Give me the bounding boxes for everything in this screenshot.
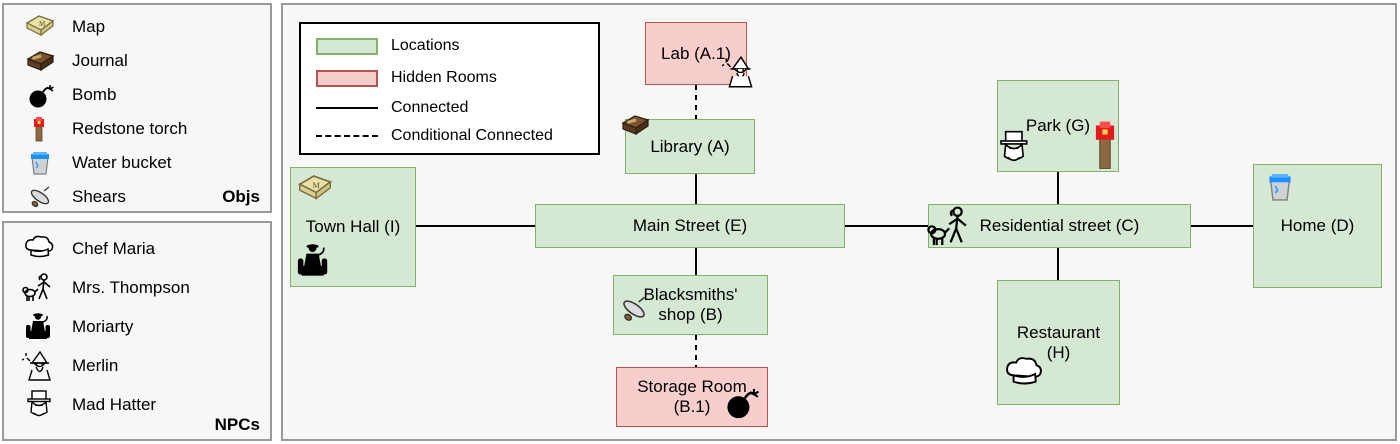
object-label: Redstone torch (72, 119, 188, 138)
node-label: Town Hall (I) (305, 217, 401, 237)
object-label: Map (72, 17, 106, 36)
top-hat-man-icon (14, 388, 66, 422)
node-main-street[interactable]: Main Street (E) (535, 204, 845, 248)
object-list-item[interactable]: Water bucket (14, 146, 266, 180)
legend-row-conditional-connected: Conditional Connected (311, 122, 553, 150)
object-label: Bomb (72, 85, 117, 104)
node-label: Storage Room (B.1) (637, 377, 747, 416)
node-label: Home (D) (1280, 216, 1355, 236)
node-storage-room[interactable]: Storage Room (B.1) (616, 367, 768, 427)
water-bucket-icon (14, 146, 66, 180)
npc-label: Merlin (72, 356, 119, 375)
journal-icon (618, 110, 652, 145)
object-list-item[interactable]: Redstone torch (14, 112, 266, 146)
svg-text:M: M (39, 20, 46, 28)
node-blacksmiths-shop[interactable]: Blacksmiths' shop (B) (613, 275, 768, 335)
objects-panel-caption: Objs (222, 187, 260, 206)
map-legend-box: Locations Hidden Rooms Connected Conditi… (299, 22, 600, 155)
node-label: Residential street (C) (979, 216, 1140, 236)
node-restaurant[interactable]: Restaurant (H) (997, 280, 1120, 405)
water-bucket-icon (1260, 169, 1300, 210)
node-label: Library (A) (650, 136, 730, 156)
woman-with-dog-icon (14, 271, 66, 305)
dashed-line-icon (311, 135, 383, 137)
object-list-item[interactable]: Journal (14, 44, 266, 78)
object-label: Water bucket (72, 153, 172, 172)
man-in-armchair-icon (293, 241, 337, 286)
node-library[interactable]: Library (A) (621, 115, 755, 174)
legend-row-locations: Locations (311, 32, 460, 60)
npc-label: Mad Hatter (72, 395, 157, 414)
chef-hat-icon (14, 232, 66, 266)
red-swatch-icon (311, 69, 383, 87)
map-icon: M (295, 172, 335, 211)
object-list-item[interactable]: Shears (14, 180, 266, 214)
redstone-torch-icon (1092, 120, 1118, 175)
map-diagram-panel: Locations Hidden Rooms Connected Conditi… (281, 3, 1397, 441)
object-list-item[interactable]: M Map (14, 10, 266, 44)
npc-list-item[interactable]: Mrs. Thompson (14, 271, 266, 305)
legend-row-hidden-rooms: Hidden Rooms (311, 64, 497, 92)
legend-label: Locations (391, 37, 460, 54)
npc-label: Mrs. Thompson (72, 278, 190, 297)
node-label: Blacksmiths' shop (B) (643, 285, 738, 324)
node-label: Main Street (E) (632, 216, 748, 236)
node-town-hall[interactable]: Town Hall (I) M (290, 167, 416, 287)
npc-list-item[interactable]: Moriarty (14, 310, 266, 344)
man-in-armchair-icon (14, 310, 66, 344)
npc-label: Moriarty (72, 317, 134, 336)
journal-icon (14, 44, 66, 78)
solid-line-icon (311, 107, 383, 109)
shears-icon (14, 180, 66, 214)
node-lab[interactable]: Lab (A.1) (645, 22, 753, 88)
redstone-torch-icon (14, 112, 66, 146)
map-icon: M (14, 10, 66, 44)
object-label: Journal (72, 51, 128, 70)
legend-label: Connected (391, 99, 469, 116)
object-label: Shears (72, 187, 126, 206)
npcs-panel: Chef Maria Mrs. Thompson (2, 221, 272, 441)
npc-list-item[interactable]: Chef Maria (14, 232, 266, 266)
npc-label: Chef Maria (72, 239, 156, 258)
wizard-icon (14, 349, 66, 383)
node-label: Lab (A.1) (661, 43, 731, 63)
legend-row-connected: Connected (311, 94, 468, 122)
node-label: Restaurant (H) (1016, 322, 1101, 362)
npc-list-item[interactable]: Merlin (14, 349, 266, 383)
npcs-panel-caption: NPCs (214, 415, 260, 434)
svg-text:M: M (313, 181, 321, 190)
objects-panel: M Map Journal (2, 3, 272, 213)
legend-label: Hidden Rooms (391, 69, 497, 86)
woman-with-dog-icon (927, 204, 977, 255)
node-label: Park (G) (1025, 116, 1091, 136)
node-home[interactable]: Home (D) (1253, 164, 1382, 288)
node-park[interactable]: Park (G) (997, 80, 1119, 172)
npc-list-item[interactable]: Mad Hatter (14, 388, 266, 422)
object-list-item[interactable]: Bomb (14, 78, 266, 112)
green-swatch-icon (311, 37, 383, 55)
node-residential-street[interactable]: Residential street (C) (927, 204, 1191, 248)
legend-label: Conditional Connected (391, 127, 553, 144)
bomb-icon (14, 78, 66, 112)
